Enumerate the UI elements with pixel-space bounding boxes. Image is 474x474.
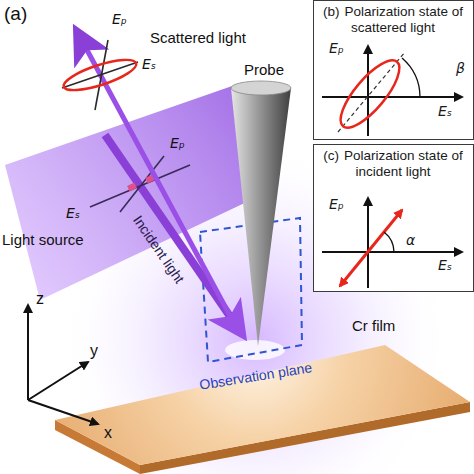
field-symbol: Eₛ bbox=[66, 206, 80, 221]
panel-title: Polarization state of scattered light bbox=[344, 4, 463, 35]
angle-symbol: β bbox=[456, 61, 465, 76]
field-symbol: Eₛ bbox=[438, 258, 452, 273]
field-symbol: Eₚ bbox=[170, 136, 185, 151]
angle-symbol: α bbox=[406, 233, 415, 248]
field-symbol: Eₚ bbox=[329, 197, 344, 212]
beam-name: Scattered light bbox=[150, 30, 246, 47]
panel-axes bbox=[322, 46, 462, 288]
panel-heading: (c) Polarization state of incident light bbox=[318, 148, 468, 179]
part-name: Probe bbox=[244, 62, 284, 79]
part-name: Light source bbox=[2, 232, 84, 249]
field-symbol: Eₚ bbox=[112, 12, 127, 27]
part-name: Cr film bbox=[352, 318, 395, 335]
axis-label: y bbox=[90, 342, 98, 360]
field-symbol: Eₛ bbox=[438, 104, 452, 119]
light-plane bbox=[5, 85, 272, 300]
scattered-beam bbox=[80, 37, 235, 325]
field-symbol: Eₚ bbox=[329, 41, 344, 56]
inset-panel: (b) Polarization state of scattered light… bbox=[313, 0, 474, 140]
panel-letter: (b) bbox=[323, 4, 340, 19]
cr-film bbox=[55, 345, 470, 465]
panel-title: Polarization state of incident light bbox=[344, 148, 463, 179]
panel-letter: (c) bbox=[323, 148, 339, 163]
axes bbox=[28, 305, 98, 424]
panel-letter: (a) bbox=[4, 4, 27, 25]
panel-heading: (b) Polarization state of scattered light bbox=[318, 4, 468, 35]
axis-label: x bbox=[104, 424, 112, 442]
field-symbol: Eₛ bbox=[142, 57, 156, 72]
probe bbox=[231, 88, 291, 346]
inset-panel: (c) Polarization state of incident lightE… bbox=[313, 144, 474, 292]
axis-label: z bbox=[36, 290, 44, 308]
incident-beam bbox=[105, 135, 238, 328]
